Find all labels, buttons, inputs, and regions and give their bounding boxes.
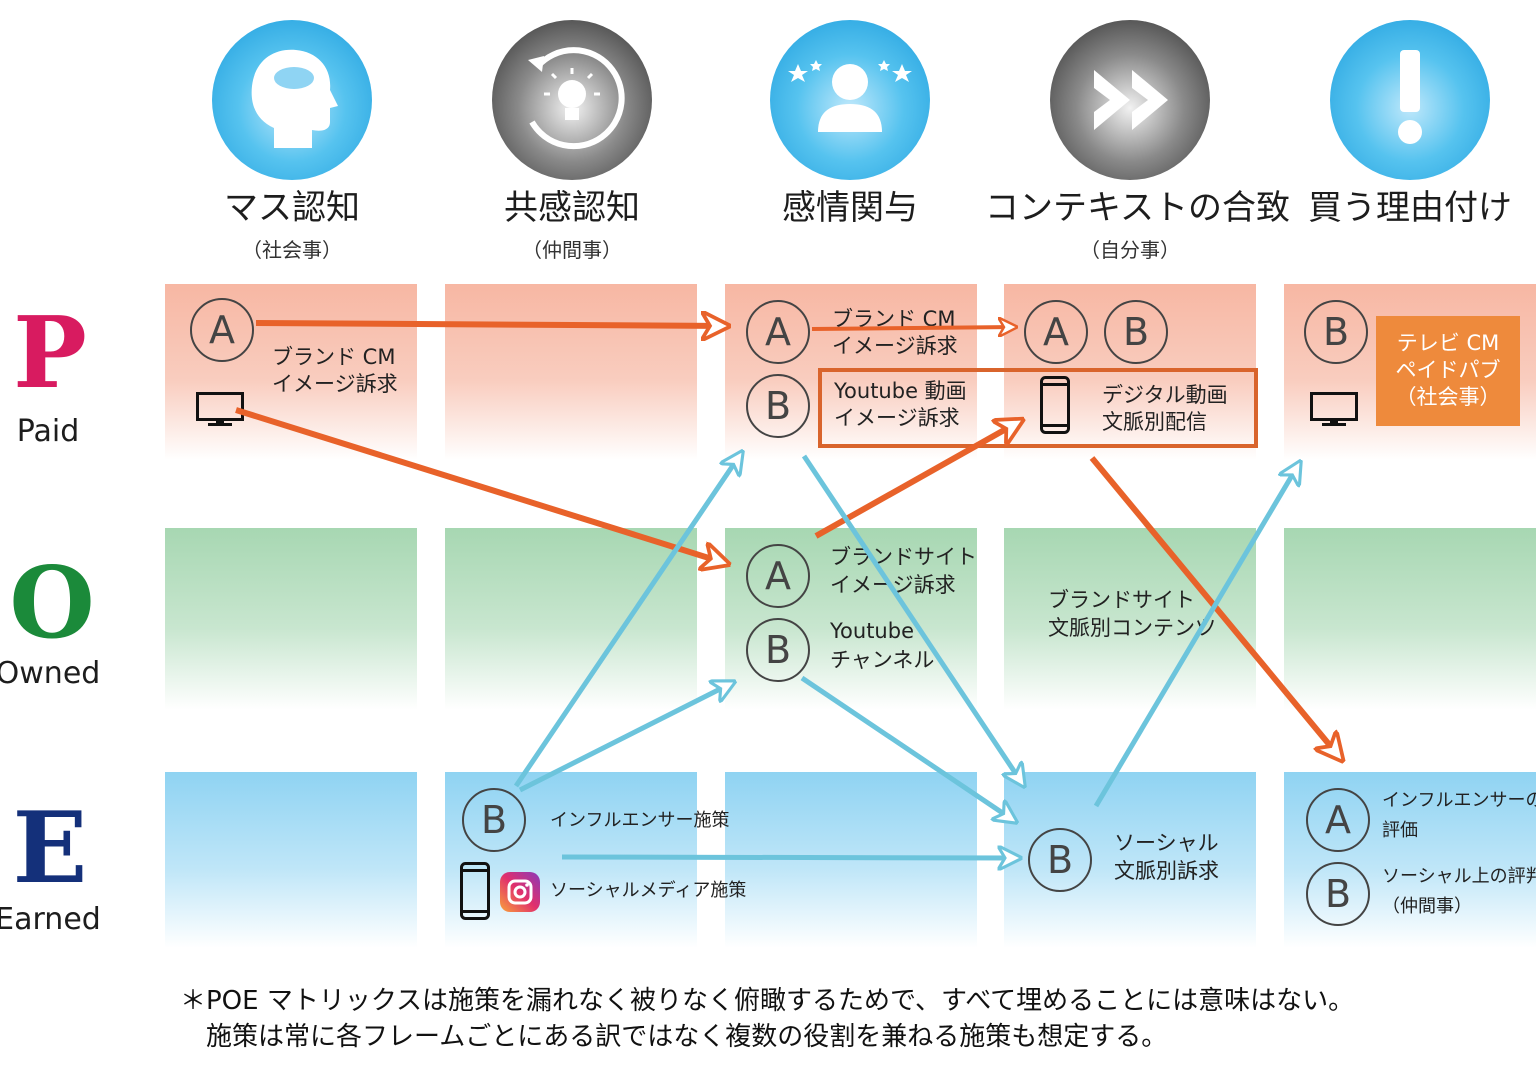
arrow-earned-c2-to-owned-c3 <box>518 682 734 793</box>
owned-cell-1 <box>165 528 417 710</box>
earned-c4-t1: ソーシャル <box>1114 831 1219 855</box>
owned-c4-t1: ブランドサイト <box>1048 588 1195 612</box>
row-label-owned: Owned <box>0 656 101 691</box>
stage-title-4: コンテキストの合致 <box>985 188 1290 228</box>
earned-c2-badge: B <box>462 788 526 852</box>
paid-c5-box2: ペイドパブ <box>1395 358 1501 382</box>
paid-c3-a2: イメージ訴求 <box>832 334 958 358</box>
smartphone-icon <box>1040 376 1070 434</box>
arrow-paid-c3-to-c4 <box>811 327 1016 329</box>
paid-c1-text1: ブランド CM <box>272 345 396 369</box>
fast-forward-icon <box>1050 20 1210 180</box>
paid-c1-text2: イメージ訴求 <box>272 372 398 396</box>
tv-icon <box>196 392 244 426</box>
tv-paid-pub-box <box>1376 316 1520 426</box>
stage-title-3: 感情関与 <box>782 188 918 228</box>
paid-c5-box3: （社会事） <box>1395 385 1501 409</box>
instagram-icon <box>500 872 540 912</box>
head-icon <box>212 20 372 180</box>
stage-sub-1: （社会事） <box>242 238 342 262</box>
owned-c3-a1: ブランドサイト <box>830 545 977 569</box>
earned-c2-t1: インフルエンサー施策 <box>550 810 730 831</box>
earned-c2-t2: ソーシャルメディア施策 <box>550 880 747 901</box>
paid-c4-badge-a: A <box>1024 300 1088 364</box>
stage-title-1: マス認知 <box>224 188 360 228</box>
arrow-paid-c1-to-c3 <box>255 323 728 326</box>
arrow-earned-c2-to-earned-c4 <box>561 857 1020 858</box>
row-label-paid: Paid <box>16 414 80 449</box>
row-label-earned: Earned <box>0 902 101 937</box>
paid-c1-badge: A <box>190 298 254 362</box>
earned-c4-t2: 文脈別訴求 <box>1114 859 1219 883</box>
lightbulb-cycle-icon <box>492 20 652 180</box>
owned-c3-b1: Youtube <box>830 619 914 643</box>
arrow-earned-c4-to-paid-c5 <box>1093 462 1300 808</box>
smartphone-icon <box>460 862 490 920</box>
earned-c5-a1: インフルエンサーの <box>1382 790 1536 811</box>
owned-cell-2 <box>445 528 697 710</box>
owned-c3-badge-a: A <box>746 544 810 608</box>
paid-c4-t1: デジタル動画 <box>1102 383 1228 407</box>
paid-c3-badge-b: B <box>746 374 810 438</box>
youtube-highlight-frame <box>818 368 1258 448</box>
arrow-paid-c4-to-earned-c5 <box>1089 456 1342 760</box>
paid-c3-badge-a: A <box>746 300 810 364</box>
owned-cell-4 <box>1004 528 1256 710</box>
tv-icon <box>1310 392 1358 426</box>
arrow-earned-c2-to-paid-c3 <box>513 452 742 788</box>
owned-c4-t2: 文脈別コンテンツ <box>1048 616 1216 640</box>
stage-sub-2: （仲間事） <box>522 238 622 262</box>
paid-c4-badge-b: B <box>1104 300 1168 364</box>
paid-c3-b2: イメージ訴求 <box>834 406 960 430</box>
row-letter-paid: P <box>13 296 87 411</box>
arrow-paid-c3-to-earned-c4 <box>801 454 1024 786</box>
owned-cell-5 <box>1284 528 1536 710</box>
paid-c4-t2: 文脈別配信 <box>1102 410 1207 434</box>
paid-c5-badge: B <box>1304 300 1368 364</box>
paid-cell-2 <box>445 284 697 460</box>
paid-c5-box1: テレビ CM <box>1396 331 1500 355</box>
row-letter-owned: O <box>9 546 95 661</box>
row-letter-earned: E <box>12 791 88 906</box>
stage-title-5: 買う理由付け <box>1308 188 1512 228</box>
arrow-paid-c1-to-owned-c3 <box>235 407 728 564</box>
earned-c5-badge-b: B <box>1306 862 1370 926</box>
footnote-line-1: ＊POE マトリックスは施策を漏れなく被りなく俯瞰するためで、すべて埋めることに… <box>180 986 1355 1016</box>
paid-c3-b1: Youtube 動画 <box>834 379 967 403</box>
earned-c5-b2: （仲間事） <box>1382 896 1472 917</box>
owned-c3-badge-b: B <box>746 618 810 682</box>
earned-cell-1 <box>165 772 417 948</box>
owned-c3-b2: チャンネル <box>830 648 935 672</box>
earned-c5-b1: ソーシャル上の評判 <box>1382 866 1536 887</box>
stage-title-2: 共感認知 <box>504 188 640 228</box>
footnote-line-2: 施策は常に各フレームごとにある訳ではなく複数の役割を兼ねる施策も想定する。 <box>206 1022 1168 1052</box>
earned-c4-badge: B <box>1028 828 1092 892</box>
person-stars-icon <box>770 20 930 180</box>
earned-c5-a2: 評価 <box>1382 820 1418 841</box>
arrow-owned-c3-to-paid-c4 <box>814 420 1022 539</box>
arrow-owned-c3-to-earned-c4 <box>800 675 1016 822</box>
earned-c5-badge-a: A <box>1306 788 1370 852</box>
exclamation-icon <box>1330 20 1490 180</box>
stage-sub-4: （自分事） <box>1080 238 1180 262</box>
